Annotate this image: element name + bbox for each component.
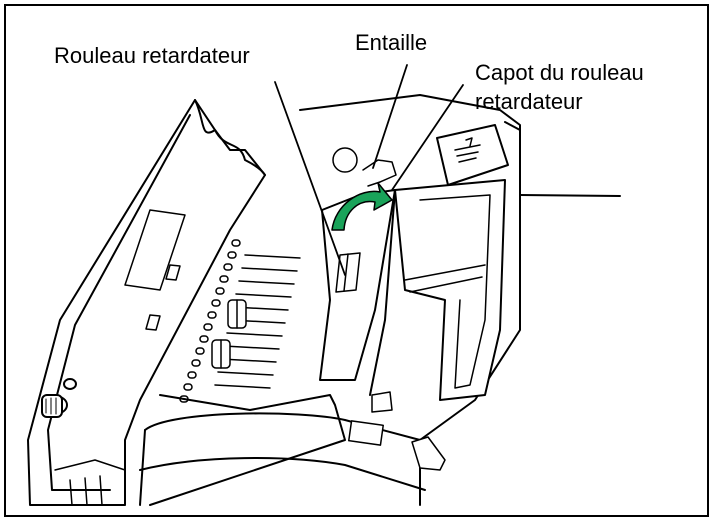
- front-lever: [411, 436, 446, 471]
- notch: [362, 159, 397, 183]
- body-right-line: [519, 194, 621, 197]
- retard-roller-cover: [319, 189, 396, 381]
- feed-rollers: [211, 299, 247, 369]
- base-left: [139, 429, 146, 506]
- cover-side: [369, 189, 396, 396]
- body-notch: [371, 391, 393, 413]
- leader-notch: [372, 64, 408, 169]
- scanner-body: [299, 94, 521, 506]
- panel-circle: [332, 147, 358, 173]
- front-base: [149, 394, 346, 506]
- paper-guide-icon: [436, 124, 509, 186]
- lid-bottom-cut: [54, 459, 126, 506]
- tray-crossbar: [404, 264, 486, 293]
- tray-inner: [419, 194, 491, 389]
- open-lid: [27, 99, 266, 506]
- leader-roller: [274, 81, 346, 276]
- lid-window: [124, 209, 186, 291]
- lid-knob: [41, 378, 77, 418]
- retard-roller: [335, 252, 361, 293]
- curved-arrow-icon: [331, 182, 393, 231]
- cover-label-line2: retardateur: [475, 89, 583, 114]
- base-curve: [144, 412, 421, 441]
- lid-slot-1: [165, 264, 181, 281]
- roller-label: Rouleau retardateur: [54, 43, 250, 68]
- notch-label: Entaille: [355, 30, 428, 55]
- front-display: [348, 420, 384, 446]
- lid-slot-2: [145, 314, 161, 331]
- base-lower: [139, 457, 426, 491]
- lid-top-edge: [194, 99, 266, 176]
- output-tray: [394, 179, 506, 401]
- feed-bumps: [179, 239, 241, 403]
- leader-cover: [391, 84, 464, 191]
- cover-label-line1: Capot du rouleau: [475, 60, 644, 85]
- body-right-corner: [504, 121, 521, 196]
